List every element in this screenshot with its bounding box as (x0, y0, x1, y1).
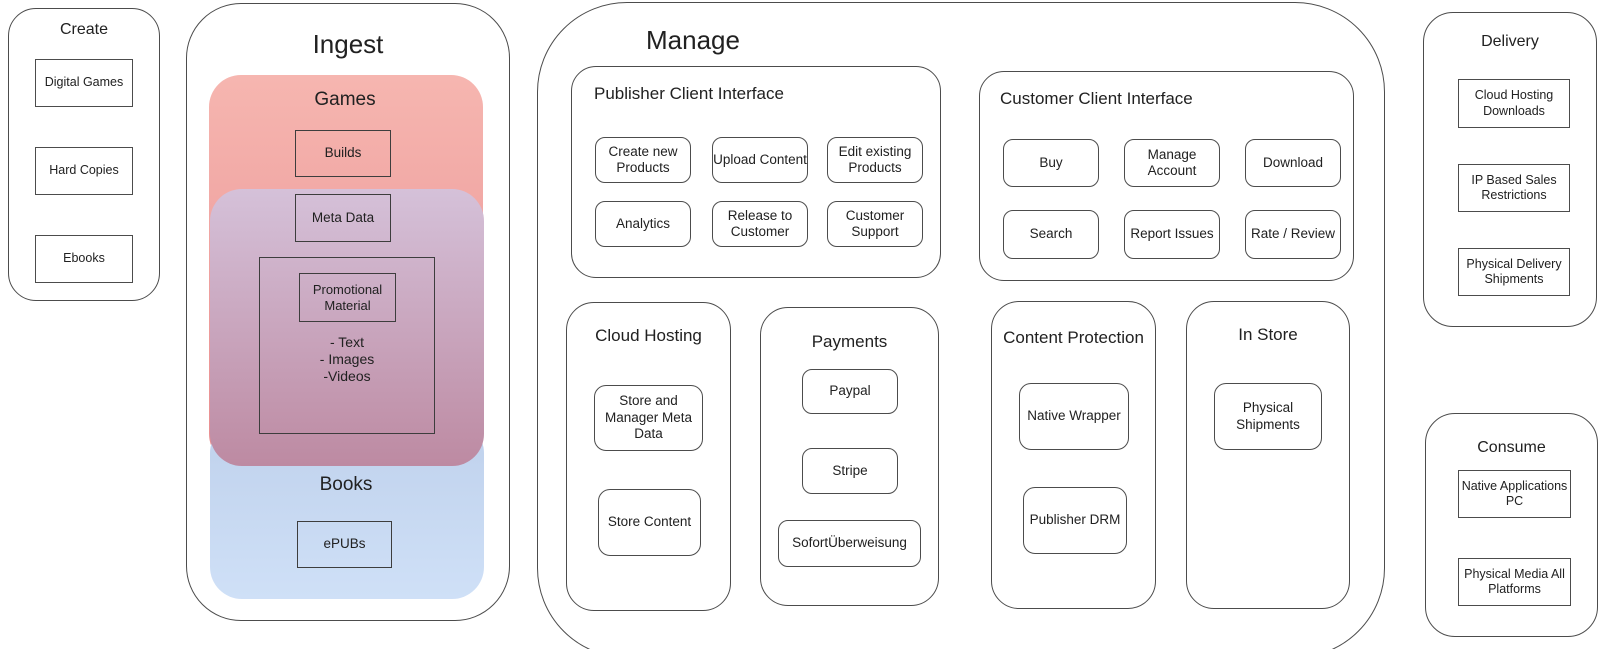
games-books-overlap-region (210, 189, 484, 466)
node-builds: Builds (295, 130, 391, 177)
in-store-title: In Store (1238, 325, 1298, 344)
delivery-group: Delivery Cloud Hosting Downloads IP Base… (1423, 12, 1597, 327)
node-ebooks: Ebooks (35, 235, 133, 283)
node-hard-copies: Hard Copies (35, 147, 133, 195)
books-region-title: Books (319, 474, 373, 495)
asset-text: - Text (330, 334, 364, 350)
promotional-asset-list: - Text - Images -Videos (259, 334, 435, 385)
node-physical-shipments: Physical Shipments (1214, 383, 1322, 450)
promotional-material-container (259, 257, 435, 434)
publisher-client-interface-panel: Publisher Client Interface Create new Pr… (571, 66, 941, 278)
manage-group-title: Manage (646, 25, 740, 55)
node-publisher-drm: Publisher DRM (1023, 487, 1127, 554)
node-store-content: Store Content (598, 489, 701, 556)
in-store-panel: In Store Physical Shipments (1186, 301, 1350, 609)
button-upload-content: Upload Content (712, 137, 808, 183)
button-edit-existing-products: Edit existing Products (827, 137, 923, 183)
consume-group: Consume Native Applications PC Physical … (1425, 413, 1598, 637)
cloud-hosting-panel: Cloud Hosting Store and Manager Meta Dat… (566, 302, 731, 611)
ingest-group-title: Ingest (312, 29, 384, 59)
games-region-title: Games (314, 89, 376, 110)
create-group: Create Digital Games Hard Copies Ebooks (8, 8, 160, 301)
node-store-manager-meta-data: Store and Manager Meta Data (594, 385, 703, 451)
cloud-hosting-title: Cloud Hosting (595, 326, 702, 345)
customer-client-interface-panel: Customer Client Interface Buy Manage Acc… (979, 71, 1354, 281)
button-rate-review: Rate / Review (1245, 210, 1341, 259)
asset-images: - Images (319, 351, 375, 367)
node-promotional-material: Promotional Material (299, 273, 396, 322)
node-sofortueberweisung: SofortÜberweisung (778, 520, 921, 567)
button-search: Search (1003, 210, 1099, 259)
content-protection-title: Content Protection (1003, 328, 1144, 347)
button-create-new-products: Create new Products (595, 137, 691, 183)
node-cloud-hosting-downloads: Cloud Hosting Downloads (1458, 79, 1570, 128)
node-stripe: Stripe (802, 448, 898, 494)
publisher-client-interface-title: Publisher Client Interface (594, 84, 784, 103)
button-buy: Buy (1003, 139, 1099, 187)
asset-videos: -Videos (323, 368, 371, 384)
button-release-to-customer: Release to Customer (712, 201, 808, 247)
node-native-applications-pc: Native Applications PC (1458, 470, 1571, 518)
button-download: Download (1245, 139, 1341, 187)
node-digital-games: Digital Games (35, 59, 133, 107)
node-physical-delivery-shipments: Physical Delivery Shipments (1458, 248, 1570, 296)
content-protection-panel: Content Protection Native Wrapper Publis… (991, 301, 1156, 609)
payments-panel: Payments Paypal Stripe SofortÜberweisung (760, 307, 939, 606)
node-physical-media-all-platforms: Physical Media All Platforms (1458, 558, 1571, 606)
button-customer-support: Customer Support (827, 201, 923, 247)
node-meta-data: Meta Data (295, 194, 391, 242)
node-paypal: Paypal (802, 369, 898, 414)
node-ip-based-sales-restrictions: IP Based Sales Restrictions (1458, 164, 1570, 212)
button-report-issues: Report Issues (1124, 210, 1220, 259)
consume-group-title: Consume (1477, 439, 1546, 456)
node-native-wrapper: Native Wrapper (1019, 383, 1129, 450)
manage-group: Manage Publisher Client Interface Create… (537, 2, 1385, 649)
payments-title: Payments (811, 332, 888, 351)
delivery-group-title: Delivery (1481, 33, 1539, 50)
node-epubs: ePUBs (297, 521, 392, 568)
create-group-title: Create (59, 21, 109, 38)
customer-client-interface-title: Customer Client Interface (1000, 89, 1193, 108)
ingest-group: Ingest Games Builds Meta Data Promotiona… (186, 3, 510, 621)
button-manage-account: Manage Account (1124, 139, 1220, 187)
button-analytics: Analytics (595, 201, 691, 247)
